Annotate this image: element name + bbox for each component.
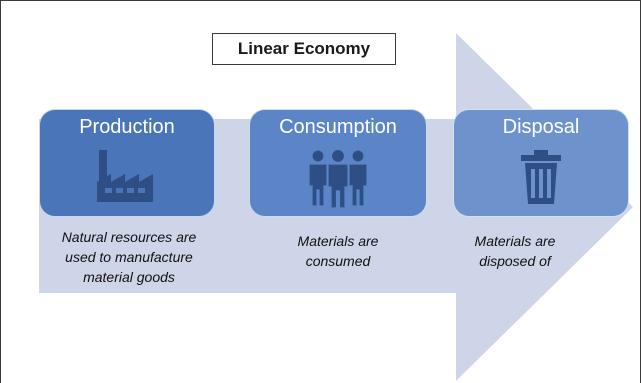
caption-production: Natural resources are used to manufactur…	[61, 229, 197, 285]
caption-disposal: Materials are disposed of	[474, 233, 556, 269]
stage-consumption-label: Consumption	[279, 116, 397, 138]
trash-can-icon	[519, 148, 563, 211]
factory-icon	[97, 148, 157, 209]
stage-disposal-label: Disposal	[502, 116, 580, 138]
stage-consumption: Consumption	[249, 109, 427, 217]
caption-consumption: Materials are consumed	[297, 233, 379, 269]
stage-production-label: Production	[79, 116, 175, 138]
stage-disposal: Disposal	[453, 109, 629, 217]
stage-production: Production	[39, 109, 215, 217]
diagram-title: Linear Economy	[212, 33, 396, 65]
people-icon	[305, 148, 371, 213]
